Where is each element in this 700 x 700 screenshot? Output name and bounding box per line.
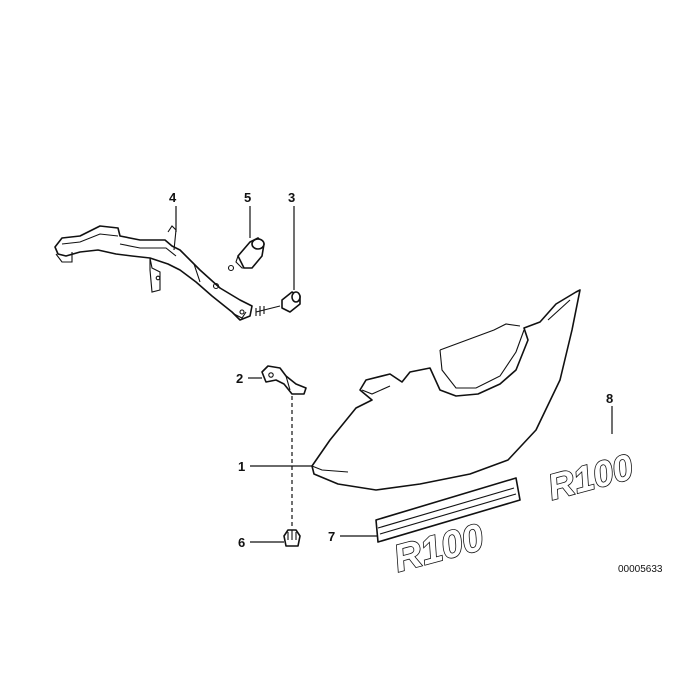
drawing-number: 00005633 [618,564,663,575]
bracket-part-4 [54,225,253,321]
emblem-strip-part-7: R100 [375,477,521,581]
screw-part-3 [255,291,301,316]
emblem-lettering-upper: R100 [543,446,637,508]
callout-3: 3 [288,190,295,205]
bolt-part-6 [283,529,301,547]
emblem-part-8: R100 [543,445,638,508]
callout-1: 1 [238,459,245,474]
side-panel-part-1 [311,289,581,491]
callout-6: 6 [238,535,245,550]
clip-part-2 [261,365,307,395]
callout-5: 5 [244,190,251,205]
callout-2: 2 [236,371,243,386]
leader-lines [175,206,613,543]
callout-8: 8 [606,391,613,406]
buffer-part-5 [227,237,265,272]
callout-7: 7 [328,529,335,544]
callout-4: 4 [169,190,177,205]
